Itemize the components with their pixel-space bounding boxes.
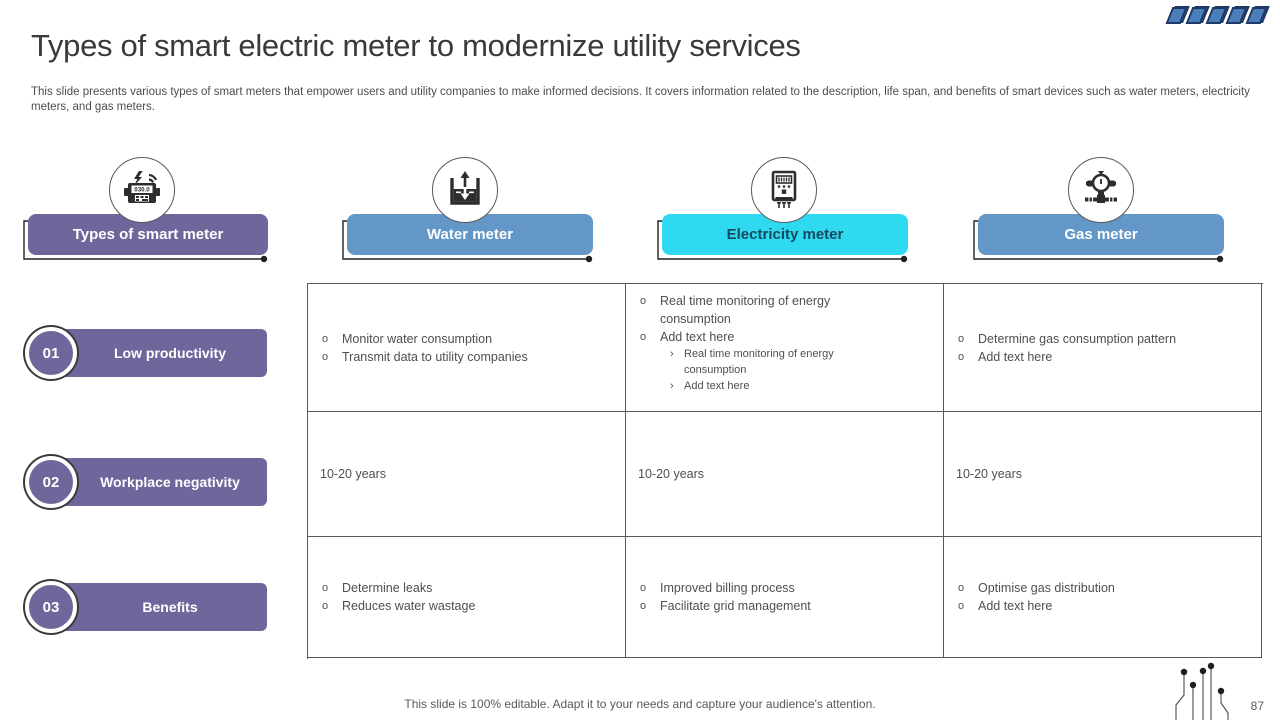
panel-shape [1185, 7, 1208, 24]
bullet-marker: o [958, 332, 965, 345]
page-title: Types of smart electric meter to moderni… [31, 28, 801, 63]
electricity-meter-icon-circle [751, 157, 817, 223]
bullet-marker: o [322, 350, 329, 363]
bullet-text: Reduces water wastage [342, 599, 476, 613]
bullet-marker: o [322, 332, 329, 345]
gas-meter-icon [1085, 171, 1117, 203]
smart-meter-icon: 030.0 [124, 171, 160, 203]
bullet-text: Add text here [978, 349, 1053, 364]
table-cell-gas-lifespan: 10-20 years [944, 412, 1262, 537]
row-number-badge: 02 [25, 456, 77, 508]
smart-meter-icon-circle: 030.0 [109, 157, 175, 223]
row-number-badge: 03 [25, 581, 77, 633]
bullet-text: Monitor water consumption [342, 331, 493, 346]
column-header-types: Types of smart meter [28, 214, 268, 255]
bullet-text: Determine gas consumption pattern [978, 331, 1177, 346]
bullet-text: Determine leaks [342, 581, 433, 595]
slide-description: This slide presents various types of sma… [31, 86, 1250, 113]
sub-bullet-marker: › [670, 348, 674, 360]
bullet-text: Improved billing process [660, 581, 795, 595]
table-cell-water-lifespan: 10-20 years [308, 412, 626, 537]
panel-shape [1165, 7, 1188, 24]
bullet-marker: o [640, 295, 647, 307]
row-label-workplace-negativity: Workplace negativity [43, 458, 267, 506]
sub-bullet-text: Add text here [684, 380, 750, 392]
electricity-meter-icon [771, 170, 797, 208]
bullet-marker: o [640, 582, 647, 594]
row-label-benefits: Benefits [43, 583, 267, 631]
row-number-badge: 01 [25, 327, 77, 379]
bullet-marker: o [958, 582, 965, 594]
bullet-text: Optimise gas distribution [978, 581, 1115, 595]
bullet-text: Real time monitoring of energy consumpti… [660, 294, 831, 326]
circuit-traces-icon [1175, 662, 1229, 720]
gas-meter-icon-circle [1068, 157, 1134, 223]
row-label-low-productivity: Low productivity [43, 329, 267, 377]
bullet-text: Add text here [978, 599, 1053, 613]
bullet-marker: o [322, 582, 329, 594]
lifespan-text: 10-20 years [638, 467, 705, 481]
bullet-marker: o [640, 600, 647, 612]
water-meter-icon-circle [432, 157, 498, 223]
sub-bullet-marker: › [670, 380, 674, 392]
panel-shape [1205, 7, 1228, 24]
svg-text:030.0: 030.0 [134, 187, 150, 194]
lifespan-text: 10-20 years [956, 467, 1023, 481]
solar-panels-logo [1165, 7, 1268, 24]
bullet-marker: o [958, 600, 965, 612]
bullet-text: Facilitate grid management [660, 599, 811, 613]
lifespan-text: 10-20 years [320, 467, 387, 481]
bullet-marker: o [322, 600, 329, 612]
editable-note: This slide is 100% editable. Adapt it to… [404, 697, 876, 711]
bullet-text: Transmit data to utility companies [342, 349, 528, 364]
table-cell-electricity-lifespan: 10-20 years [626, 412, 944, 537]
water-meter-icon [450, 171, 480, 205]
panel-shape [1245, 7, 1268, 24]
bullet-marker: o [958, 350, 965, 363]
sub-bullet-text: Real time monitoring of energy consumpti… [684, 348, 834, 376]
bullet-marker: o [640, 331, 647, 343]
panel-shape [1225, 7, 1248, 24]
bullet-text: Add text here [660, 330, 735, 344]
page-number: 87 [1250, 699, 1264, 713]
